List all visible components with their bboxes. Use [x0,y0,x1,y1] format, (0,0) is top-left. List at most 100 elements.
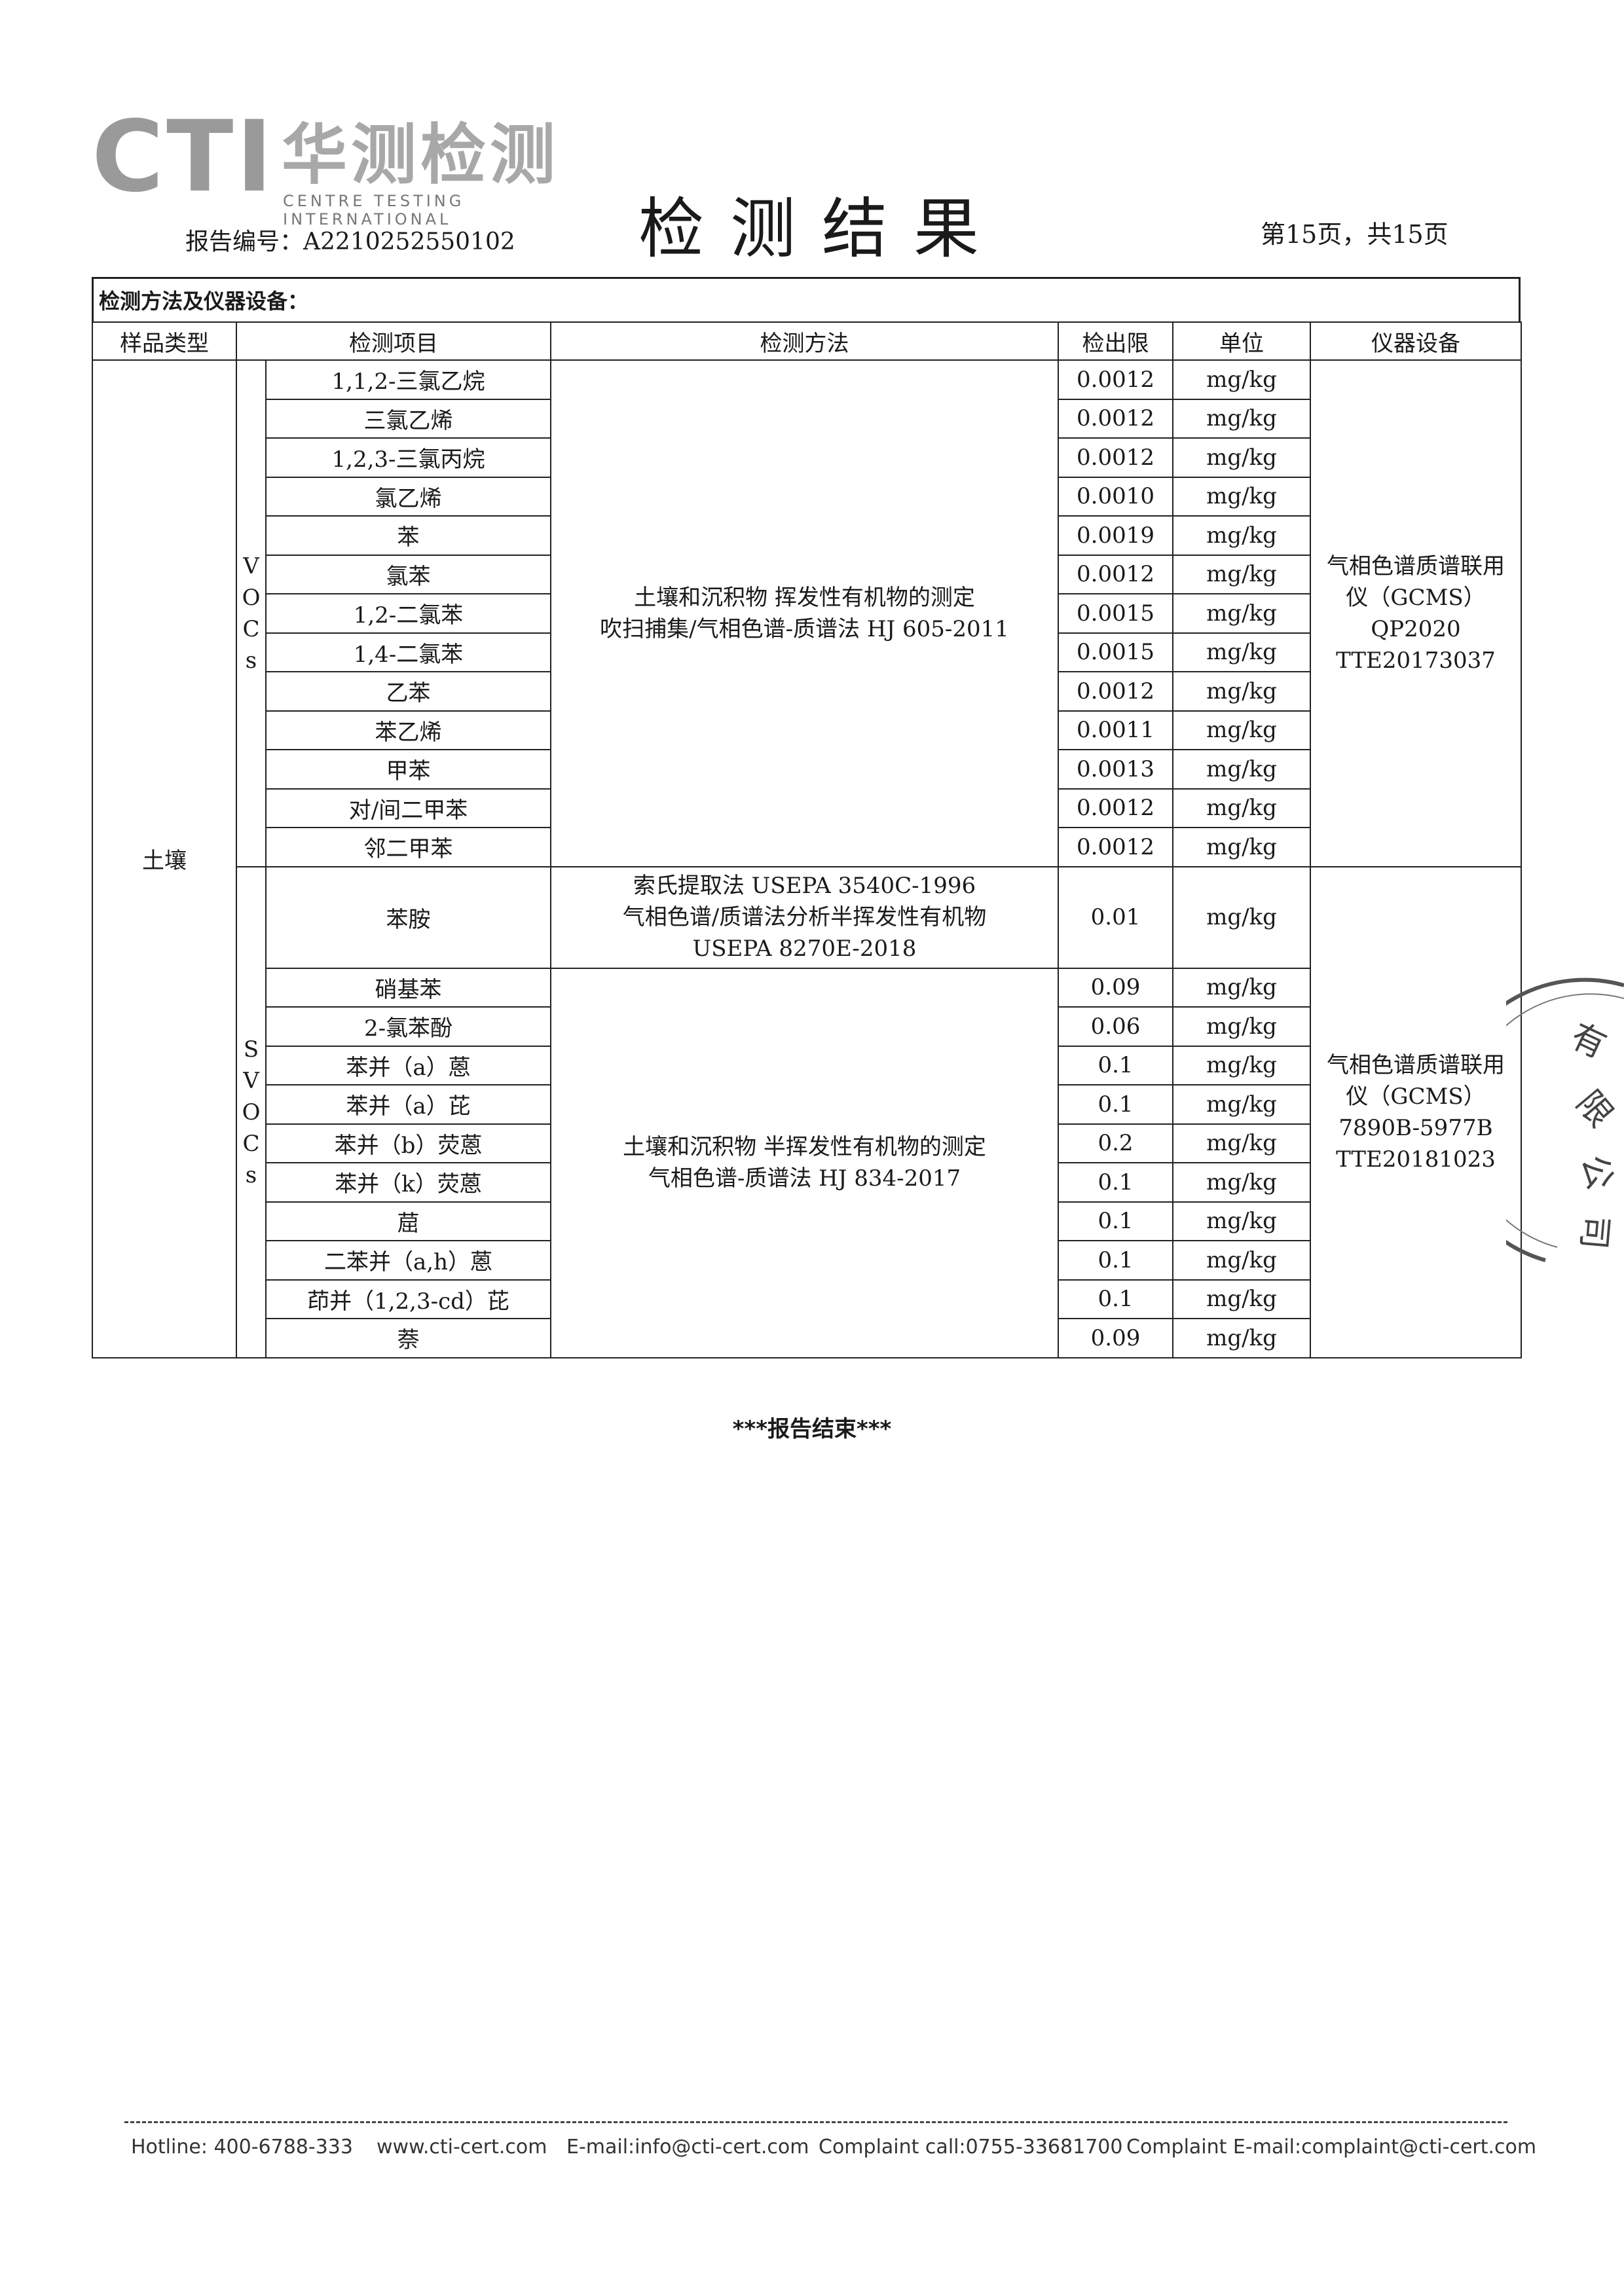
limit-cell: 0.1 [1058,1162,1173,1203]
footer-complaint-email[interactable]: Complaint E-mail:complaint@cti-cert.com [1126,2136,1537,2159]
unit-cell: mg/kg [1172,515,1311,556]
limit-cell: 0.01 [1058,866,1173,969]
results-table-wrap: 检测方法及仪器设备： 样品类型 检测项目 检测方法 检出限 单位 仪器设备 土壤… [92,277,1522,1358]
unit-cell: mg/kg [1172,1162,1311,1203]
unit-cell: mg/kg [1172,593,1311,634]
item-cell: 三氯乙烯 [265,398,551,439]
group-letter: O [242,1099,261,1125]
equipment-line: 气相色谱质谱联用 [1327,1051,1505,1078]
limit-cell: 0.0012 [1058,827,1173,867]
header-sample-type: 样品类型 [92,321,237,361]
header-limit: 检出限 [1058,321,1173,361]
unit-cell: mg/kg [1172,632,1311,672]
limit-cell: 0.0015 [1058,632,1173,672]
unit-cell: mg/kg [1172,827,1311,867]
header-unit: 单位 [1172,321,1311,361]
footer: Hotline: 400-6788-333 www.cti-cert.com E… [131,2136,1536,2168]
limit-cell: 0.0019 [1058,515,1173,556]
item-cell: 茚并（1,2,3-cd）芘 [265,1279,551,1319]
stamp-char: 公 [1573,1151,1619,1194]
footer-email[interactable]: E-mail:info@cti-cert.com [566,2136,809,2159]
company-stamp: 有 限 公 司 [1506,977,1624,1262]
group-letter: s [245,1161,257,1188]
report-number: 报告编号：A2210252550102 [185,228,515,257]
header-item: 检测项目 [236,321,551,361]
limit-cell: 0.06 [1058,1006,1173,1047]
report-number-label: 报告编号： [185,228,304,255]
unit-cell: mg/kg [1172,1318,1311,1358]
limit-cell: 0.0011 [1058,710,1173,750]
logo-name-en: CENTRE TESTING INTERNATIONAL [283,192,465,228]
method-cell-vocs: 土壤和沉积物 挥发性有机物的测定吹扫捕集/气相色谱-质谱法 HJ 605-201… [550,359,1059,867]
group-letter: C [242,1130,260,1157]
unit-cell: mg/kg [1172,866,1311,969]
group-letter: V [243,1067,259,1094]
group-letter: C [242,615,260,642]
unit-cell: mg/kg [1172,398,1311,439]
unit-cell: mg/kg [1172,1201,1311,1241]
limit-cell: 0.0012 [1058,671,1173,712]
unit-cell: mg/kg [1172,967,1311,1008]
equipment-line: 仪（GCMS） [1346,1083,1486,1110]
limit-cell: 0.0013 [1058,749,1173,790]
limit-cell: 0.0012 [1058,788,1173,828]
unit-cell: mg/kg [1172,788,1311,828]
unit-cell: mg/kg [1172,1084,1311,1125]
unit-cell: mg/kg [1172,1045,1311,1085]
method-line: 气相色谱-质谱法 HJ 834-2017 [648,1165,961,1192]
footer-divider [124,2121,1507,2123]
item-cell: 1,2-二氯苯 [265,593,551,634]
footer-complaint-call: Complaint call:0755-33681700 [819,2136,1123,2159]
method-line: 吹扫捕集/气相色谱-质谱法 HJ 605-2011 [600,615,1009,642]
unit-cell: mg/kg [1172,476,1311,517]
limit-cell: 0.1 [1058,1045,1173,1085]
method-line: 索氏提取法 USEPA 3540C-1996 [633,873,976,899]
logo-mark: CTI [92,100,276,214]
equipment-line: 仪（GCMS） [1346,584,1486,611]
document-title: 检测结果 [638,191,1005,267]
group-letter: O [242,584,261,611]
equipment-line: QP2020 [1371,615,1461,642]
item-cell: 苯胺 [265,866,551,969]
method-line: 土壤和沉积物 半挥发性有机物的测定 [623,1134,986,1160]
unit-cell: mg/kg [1172,1279,1311,1319]
footer-hotline: Hotline: 400-6788-333 [131,2136,353,2159]
limit-cell: 0.0012 [1058,437,1173,478]
unit-cell: mg/kg [1172,359,1311,400]
unit-cell: mg/kg [1172,671,1311,712]
item-cell: 1,4-二氯苯 [265,632,551,672]
limit-cell: 0.09 [1058,967,1173,1008]
group-letter: S [243,1036,259,1063]
equipment-line: TTE20181023 [1336,1146,1496,1173]
item-cell: 萘 [265,1318,551,1358]
item-cell: 苯乙烯 [265,710,551,750]
limit-cell: 0.2 [1058,1123,1173,1163]
item-cell: 氯乙烯 [265,476,551,517]
table-header-row: 样品类型 检测项目 检测方法 检出限 单位 仪器设备 [92,321,1522,361]
method-line: 气相色谱/质谱法分析半挥发性有机物 [622,904,987,930]
item-cell: 二苯并（a,h）蒽 [265,1240,551,1281]
item-cell: 苯并（b）荧蒽 [265,1123,551,1163]
table-row: 硝基苯土壤和沉积物 半挥发性有机物的测定气相色谱-质谱法 HJ 834-2017… [92,967,1521,1358]
limit-cell: 0.0012 [1058,398,1173,439]
footer-website[interactable]: www.cti-cert.com [377,2136,547,2159]
item-cell: 䓛 [265,1201,551,1241]
method-line: USEPA 8270E-2018 [692,936,917,962]
method-cell-svocs: 土壤和沉积物 半挥发性有机物的测定气相色谱-质谱法 HJ 834-2017 [550,967,1059,1358]
